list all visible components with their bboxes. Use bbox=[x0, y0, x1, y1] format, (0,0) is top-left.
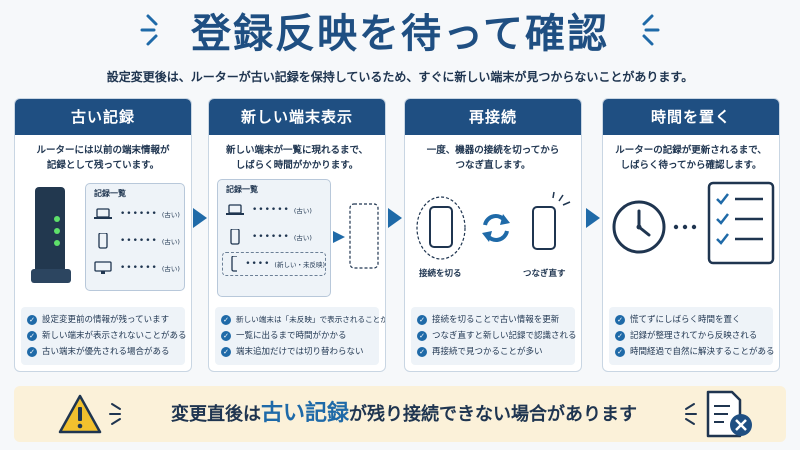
clock-icon bbox=[612, 200, 666, 254]
panel-description: ルーターには以前の端末情報が 記録として残っています。 bbox=[36, 145, 170, 171]
monitor-icon bbox=[94, 260, 112, 274]
page-title: 登録反映を待って確認 bbox=[191, 4, 609, 64]
next-arrow-icon bbox=[586, 208, 600, 228]
next-arrow-icon bbox=[388, 208, 402, 228]
banner-message: 変更直後は古い記録が残り接続できない場合があります bbox=[170, 401, 637, 426]
next-arrow-icon bbox=[193, 208, 207, 228]
check-icon: ✓ bbox=[417, 315, 427, 325]
small-arrow-icon bbox=[333, 231, 345, 243]
warning-icon bbox=[58, 394, 102, 434]
check-item: ✓再接続で見つかることが多い bbox=[417, 344, 569, 360]
warning-banner: 変更直後は古い記録が残り接続できない場合があります bbox=[14, 386, 786, 442]
laptop-icon bbox=[94, 207, 112, 219]
list-item: •••••• (古い) bbox=[218, 223, 330, 250]
disconnected-phone-icon bbox=[416, 196, 466, 260]
check-item: ✓古い端末が優先される場合がある bbox=[27, 344, 179, 360]
phone-icon bbox=[230, 228, 240, 245]
subtitle: 設定変更後は、ルーターが古い記録を保持しているため、すぐに新しい端末が見つからな… bbox=[106, 70, 694, 84]
illustration: 記録一覧 •••••• (古い) •••••• (古い) •••• (新しい・未… bbox=[209, 177, 385, 297]
list-item: •••••• (古い) bbox=[86, 254, 184, 281]
check-list: ✓接続を切ることで古い情報を更新 ✓つなぎ直すと新しい記録で認識される ✓再接続… bbox=[411, 307, 577, 365]
check-item: ✓一覧に出るまで時間がかかる bbox=[221, 328, 373, 344]
list-item-pending: •••• (新しい・未反映) bbox=[222, 252, 326, 276]
check-item: ✓記録が整理されてから反映される bbox=[615, 328, 767, 344]
phone-icon bbox=[231, 256, 238, 272]
check-icon: ✓ bbox=[27, 315, 37, 325]
waiting-dots-icon bbox=[673, 224, 697, 230]
list-item: •••••• (古い) bbox=[86, 227, 184, 254]
illustration bbox=[603, 177, 779, 297]
illustration: 記録一覧 •••••• (古い) •••••• (古い) •••••• (古い) bbox=[15, 177, 191, 297]
check-icon: ✓ bbox=[417, 331, 427, 341]
panel-title: 時間を置く bbox=[603, 99, 779, 135]
panel-reconnect: 再接続 一度、機器の接続を切ってから つなぎ直します。 接続を切る つなぎ直す … bbox=[404, 98, 582, 372]
record-list: 記録一覧 •••••• (古い) •••••• (古い) •••••• (古い) bbox=[85, 183, 185, 291]
laptop-icon bbox=[226, 203, 244, 215]
record-list: 記録一覧 •••••• (古い) •••••• (古い) •••• (新しい・未… bbox=[217, 179, 331, 297]
check-item: ✓接続を切ることで古い情報を更新 bbox=[417, 312, 569, 328]
title-row: 登録反映を待って確認 bbox=[0, 4, 800, 64]
check-icon: ✓ bbox=[27, 331, 37, 341]
phone-icon bbox=[98, 232, 108, 249]
check-list: ✓慌てずにしばらく時間を置く ✓記録が整理されてから反映される ✓時間経過で自然… bbox=[609, 307, 775, 365]
panel-description: 一度、機器の接続を切ってから つなぎ直します。 bbox=[426, 145, 560, 171]
check-item: ✓設定変更前の情報が残っています bbox=[27, 312, 179, 328]
list-item: •••••• (古い) bbox=[86, 200, 184, 227]
check-item: ✓新しい端末が表示されないことがある bbox=[27, 328, 187, 344]
check-item: ✓慌てずにしばらく時間を置く bbox=[615, 312, 767, 328]
reconnected-phone-icon bbox=[532, 191, 571, 250]
check-icon: ✓ bbox=[221, 315, 231, 325]
check-list: ✓新しい端末は「未反映」で表示されることがある ✓一覧に出るまで時間がかかる ✓… bbox=[215, 307, 385, 365]
sparkle-left-icon bbox=[140, 14, 158, 46]
panel-description: ルーターの記録が更新されるまで、 しばらく待ってから確認します。 bbox=[615, 145, 767, 171]
title-highlight: 登録反映 bbox=[191, 11, 359, 57]
checklist-icon bbox=[707, 181, 775, 265]
check-icon: ✓ bbox=[615, 331, 625, 341]
document-error-icon bbox=[706, 390, 752, 438]
check-icon: ✓ bbox=[417, 347, 427, 357]
check-list: ✓設定変更前の情報が残っています ✓新しい端末が表示されないことがある ✓古い端… bbox=[21, 307, 187, 365]
panel-old-records: 古い記録 ルーターには以前の端末情報が 記録として残っています。 記録一覧 ••… bbox=[14, 98, 192, 372]
disconnect-label: 接続を切る bbox=[419, 269, 462, 279]
panel-title: 新しい端末表示 bbox=[209, 99, 385, 135]
check-icon: ✓ bbox=[615, 347, 625, 357]
check-item: ✓時間経過で自然に解決することがある bbox=[615, 344, 775, 360]
illustration: 接続を切る つなぎ直す bbox=[405, 177, 581, 297]
check-icon: ✓ bbox=[27, 347, 37, 357]
reconnect-label: つなぎ直す bbox=[523, 269, 566, 279]
emphasis-lines-right-icon bbox=[685, 403, 697, 425]
title-rest: を待って確認 bbox=[359, 11, 609, 57]
panel-title: 古い記録 bbox=[15, 99, 191, 135]
emphasis-lines-left-icon bbox=[109, 403, 121, 425]
list-item: •••••• (古い) bbox=[218, 196, 330, 223]
check-item: ✓新しい端末は「未反映」で表示されることがある bbox=[221, 312, 385, 328]
sparkle-right-icon bbox=[642, 14, 660, 46]
check-icon: ✓ bbox=[221, 347, 231, 357]
panel-description: 新しい端末が一覧に現れるまで、 しばらく時間がかかります。 bbox=[225, 145, 369, 171]
check-item: ✓端末追加だけでは切り替わらない bbox=[221, 344, 373, 360]
check-icon: ✓ bbox=[221, 331, 231, 341]
check-icon: ✓ bbox=[615, 315, 625, 325]
placeholder-slot-icon bbox=[349, 203, 379, 269]
panel-title: 再接続 bbox=[405, 99, 581, 135]
panel-new-device: 新しい端末表示 新しい端末が一覧に現れるまで、 しばらく時間がかかります。 記録… bbox=[208, 98, 386, 372]
router-icon bbox=[31, 187, 71, 283]
check-item: ✓つなぎ直すと新しい記録で認識される bbox=[417, 328, 577, 344]
refresh-icon bbox=[482, 214, 510, 242]
panel-wait: 時間を置く ルーターの記録が更新されるまで、 しばらく待ってから確認します。 ✓… bbox=[602, 98, 780, 372]
